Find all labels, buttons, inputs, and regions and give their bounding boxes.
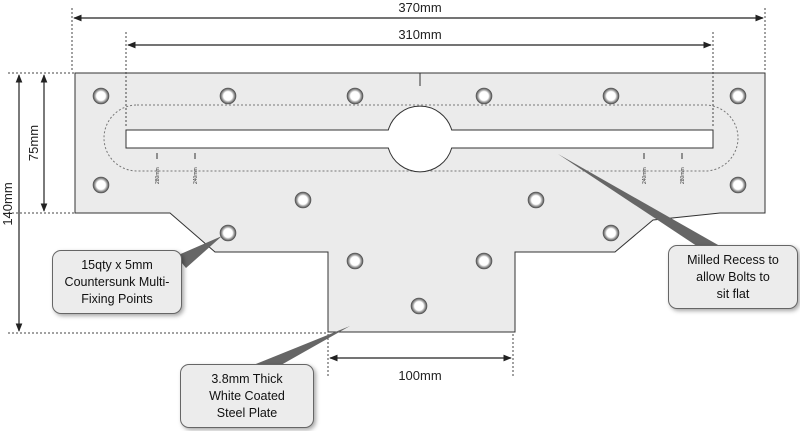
callout-fixing-line-3: Fixing Points [81,291,153,306]
fixing-hole [294,191,312,209]
fixing-hole [219,87,237,105]
fixing-hole [410,297,428,315]
fixing-hole [602,87,620,105]
tick-label-right-outer: 280mm [680,167,686,184]
fixing-hole [346,252,364,270]
label-overall-width: 370mm [398,0,441,15]
extension-lines [8,8,766,377]
label-overall-height: 140mm [0,182,15,225]
fixing-hole [92,176,110,194]
fixing-hole [527,191,545,209]
milled-recess-outline [103,104,739,172]
callout-plate-line-3: Steel Plate [216,405,278,420]
fixing-hole [92,87,110,105]
central-slot [125,105,714,173]
callout-fixing-line-2: Countersunk Multi- [64,274,170,289]
leader-fixing-points [176,236,222,268]
fixing-hole [219,224,237,242]
fixing-hole [475,87,493,105]
fixing-hole [346,87,364,105]
slot-ticks [156,153,683,159]
callout-recess-line-2: allow Bolts to [696,269,770,284]
fixing-hole [475,252,493,270]
fixing-holes [92,87,747,315]
callout-plate-line-1: 3.8mm Thick [211,371,283,386]
fixing-hole [729,87,747,105]
fixing-hole [729,176,747,194]
callout-recess-line-1: Milled Recess to [687,252,779,267]
fixing-hole [602,224,620,242]
label-upper-height: 75mm [26,125,41,161]
callout-fixing-points: 15qty x 5mm Countersunk Multi- Fixing Po… [52,250,182,314]
callout-fixing-line-1: 15qty x 5mm [81,257,153,272]
label-stem-width: 100mm [398,368,441,383]
label-slot-length: 310mm [398,27,441,42]
callout-milled-recess: Milled Recess to allow Bolts to sit flat [668,245,798,309]
tick-label-left-outer: 280mm [155,167,161,184]
leader-milled-recess [558,154,748,268]
callout-plate-line-2: White Coated [209,388,285,403]
callout-recess-line-3: sit flat [716,286,750,301]
tick-label-left-inner: 240mm [193,167,199,184]
tick-label-right-inner: 240mm [642,167,648,184]
callout-plate: 3.8mm Thick White Coated Steel Plate [180,364,314,428]
